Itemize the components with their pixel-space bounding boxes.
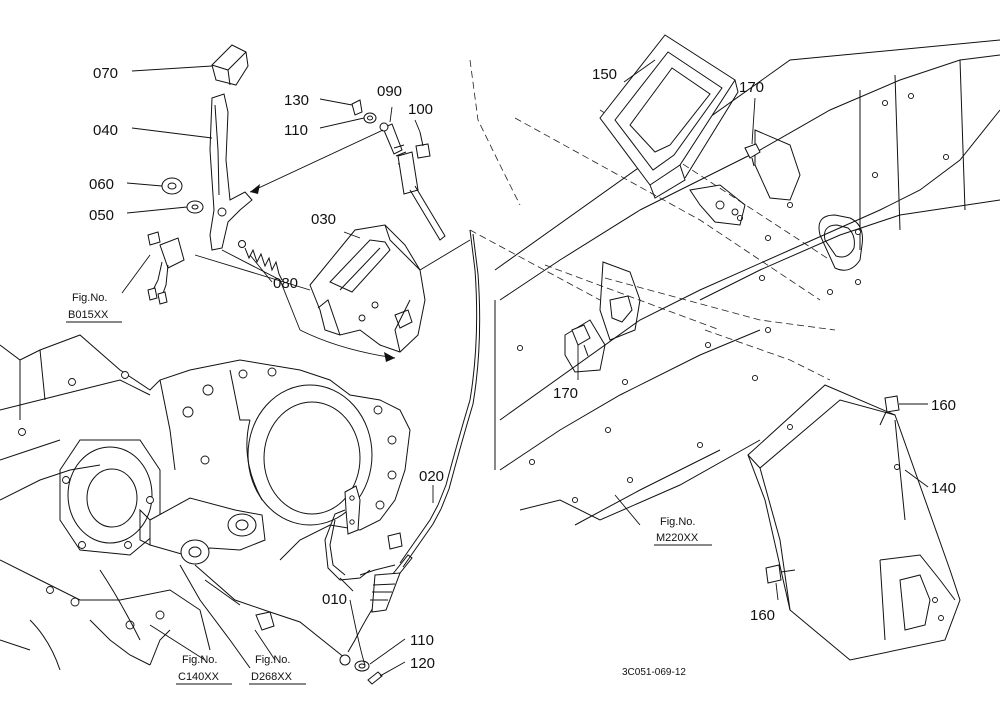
part-010-bracket [324, 485, 403, 581]
figref-d268[interactable]: Fig.No. D268XX [249, 654, 306, 685]
label-050: 050 [89, 207, 114, 224]
label-150: 150 [592, 66, 617, 83]
part-030-lever-plate [309, 224, 426, 353]
bolt-100 [415, 131, 431, 159]
switch-assembly [147, 231, 185, 305]
figref-c140-label: Fig.No. [182, 654, 217, 666]
label-140: 140 [931, 480, 956, 497]
bolt-170-lower [571, 324, 591, 357]
figref-m220[interactable]: Fig.No. M220XX [654, 516, 712, 546]
washer-110-lower [354, 660, 370, 672]
figref-d268-label: Fig.No. [255, 654, 290, 666]
engine-case [0, 334, 411, 671]
figref-b015[interactable]: Fig.No. B015XX [66, 292, 122, 323]
frame-holes [516, 92, 950, 504]
figref-c140[interactable]: Fig.No. C140XX [176, 654, 232, 685]
pin-130 [351, 99, 363, 116]
leader-lines [121, 59, 929, 677]
label-160-lower: 160 [750, 607, 775, 624]
label-060: 060 [89, 176, 114, 193]
drawing-code: 3C051-069-12 [622, 667, 686, 678]
washer-110-upper [363, 112, 377, 124]
part-020-throttle-cable [339, 229, 481, 666]
figref-b015-label: Fig.No. [72, 292, 107, 304]
figref-b015-code: B015XX [68, 309, 109, 321]
label-090: 090 [377, 83, 402, 100]
bolt-160-upper [879, 395, 900, 426]
pin-120 [367, 671, 383, 685]
chassis-frame [469, 39, 1000, 526]
label-120: 120 [410, 655, 435, 672]
label-010: 010 [322, 591, 347, 608]
label-170-upper: 170 [739, 79, 764, 96]
label-160-upper: 160 [931, 397, 956, 414]
figref-m220-code: M220XX [656, 532, 699, 544]
figref-d268-code: D268XX [251, 671, 293, 683]
part-060-boss [161, 177, 183, 195]
part-150-handle-cover [599, 34, 739, 199]
label-130: 130 [284, 92, 309, 109]
part-080-spring [238, 240, 283, 281]
part-140-guard-plate [747, 384, 961, 661]
governor-linkage [139, 497, 346, 669]
part-070-grip [211, 44, 249, 86]
bolt-170-upper [744, 143, 761, 167]
part-050-washer [186, 200, 204, 214]
part-labels: 070 040 060 050 130 110 090 100 030 080 … [89, 65, 956, 672]
label-040: 040 [93, 122, 118, 139]
label-110-upper: 110 [284, 122, 308, 139]
figref-m220-label: Fig.No. [660, 516, 695, 528]
label-110-lower: 110 [410, 632, 434, 649]
label-100: 100 [408, 101, 433, 118]
label-070: 070 [93, 65, 118, 82]
label-020: 020 [419, 468, 444, 485]
label-080: 080 [273, 275, 298, 292]
figref-c140-code: C140XX [178, 671, 220, 683]
label-170-lower: 170 [553, 385, 578, 402]
figure-references: Fig.No. B015XX Fig.No. M220XX Fig.No. C1… [66, 292, 712, 685]
assembly-arrows [194, 129, 471, 666]
part-040-lever [209, 93, 253, 251]
part-090-cable-end [379, 122, 446, 241]
label-030: 030 [311, 211, 336, 228]
case-bolt-holes [18, 367, 397, 630]
bolt-160-lower [765, 564, 796, 584]
